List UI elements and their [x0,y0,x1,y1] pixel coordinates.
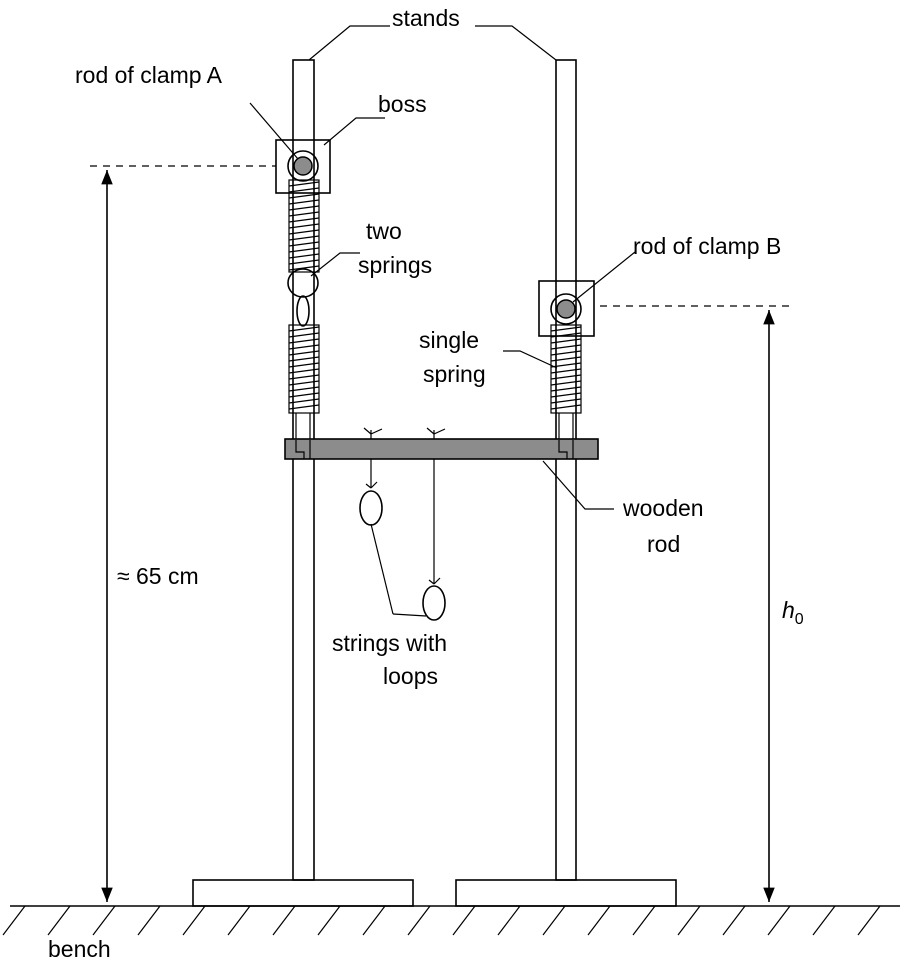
string-2 [422,459,446,621]
label-single: single [419,327,479,353]
label-wooden: wooden [622,495,704,521]
label-rod-of-clamp-b: rod of clamp B [633,233,781,259]
upper-left-spring [288,179,320,273]
string-knot-2 [426,427,446,439]
string-knot-1 [363,427,383,439]
label-springs: springs [358,252,432,278]
right-stand [555,59,577,881]
label-boss: boss [378,91,427,117]
label-spring: spring [423,361,486,387]
left-stand [292,59,315,881]
lower-left-spring [288,324,320,440]
leader-lines [249,25,636,617]
label-height-65cm: ≈ 65 cm [117,563,199,589]
single-spring [550,324,582,440]
boss-a [275,139,331,194]
rod-of-clamp-b [556,299,576,319]
label-two: two [366,218,402,244]
bench [2,905,900,936]
boss-b [538,280,595,337]
rod-of-clamp-a [293,156,313,176]
label-bench: bench [48,936,111,962]
string-1 [359,459,383,526]
spring-loop-lower [296,295,310,327]
spring-loop-upper [287,268,319,298]
right-stand-base [455,879,677,907]
label-stands: stands [392,5,460,31]
label-rod-of-clamp-a: rod of clamp A [75,62,223,88]
label-strings-with: strings with [332,630,447,656]
label-rod: rod [647,531,680,557]
left-stand-base [192,879,414,907]
wooden-rod [284,427,599,460]
label-h0: h0 [782,597,804,628]
bench-hatching [2,905,881,936]
label-loops: loops [383,663,438,689]
